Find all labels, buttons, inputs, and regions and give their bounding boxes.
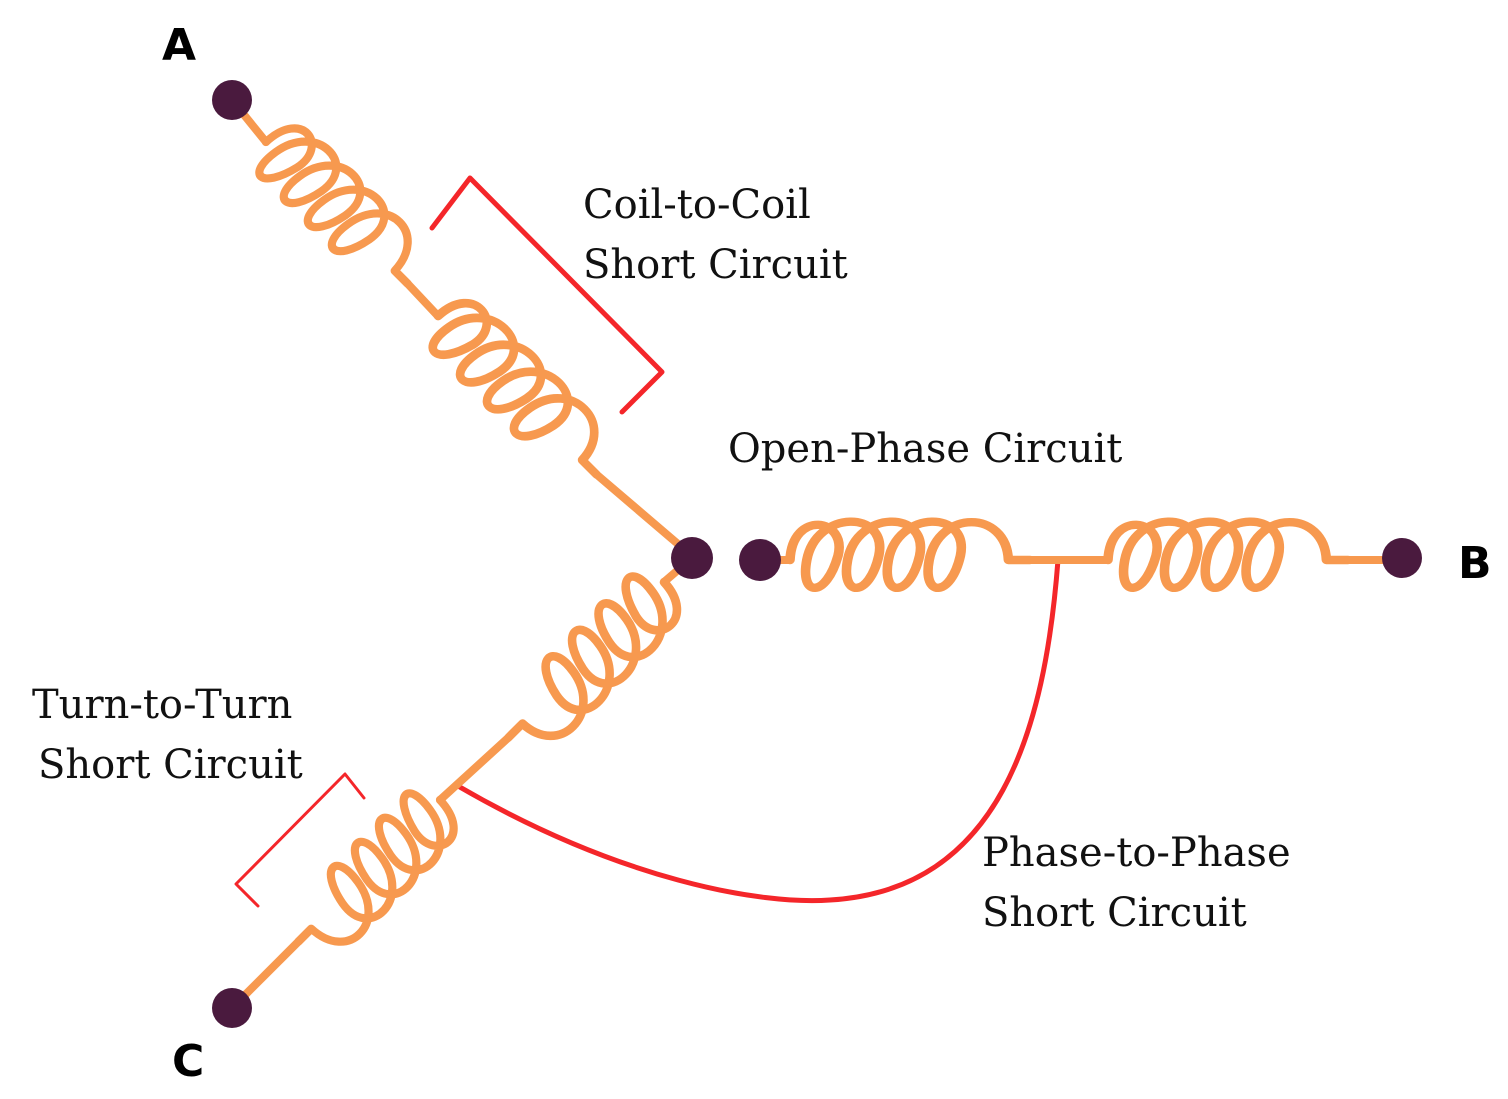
turn-to-turn-short-wire [234, 772, 366, 908]
open-phase-label: Open-Phase Circuit [728, 426, 1122, 472]
phase-c-coil-2 [279, 780, 467, 968]
phase-b-coil-2 [1108, 522, 1348, 588]
phase-c-coil-1 [489, 562, 691, 764]
turn-to-turn-label-line1: Turn-to-Turn [32, 682, 292, 728]
terminal-c-label: C [172, 1036, 204, 1087]
phase-c-link [436, 734, 512, 804]
terminal-b-label: B [1458, 538, 1492, 589]
coil-to-coil-short-wire [429, 175, 665, 415]
fault-wires [234, 175, 1061, 908]
phase-a-winding [228, 96, 696, 560]
terminal-a-label: A [162, 20, 196, 71]
phase-a-coil-1 [246, 115, 434, 303]
turn-to-turn-label-line2: Short Circuit [38, 742, 303, 788]
phase-to-phase-label-line1: Phase-to-Phase [982, 830, 1291, 876]
phase-a-link [403, 279, 442, 320]
terminal-nodes [212, 80, 1422, 1028]
phase-b-coil-1 [790, 522, 1030, 588]
terminal-a-node [212, 80, 252, 120]
terminal-b-node [1382, 538, 1422, 578]
phase-to-phase-label-line2: Short Circuit [982, 890, 1247, 936]
phase-b-winding [758, 522, 1404, 588]
coil-to-coil-label-line1: Coil-to-Coil [583, 182, 811, 228]
open-phase-node [739, 539, 781, 581]
phase-to-phase-short-wire [455, 557, 1061, 904]
phase-a-coil-2 [418, 289, 623, 494]
coil-to-coil-label-line2: Short Circuit [583, 242, 848, 288]
neutral-node [671, 537, 713, 579]
phase-a-tail [592, 470, 696, 560]
terminal-c-node [212, 988, 252, 1028]
